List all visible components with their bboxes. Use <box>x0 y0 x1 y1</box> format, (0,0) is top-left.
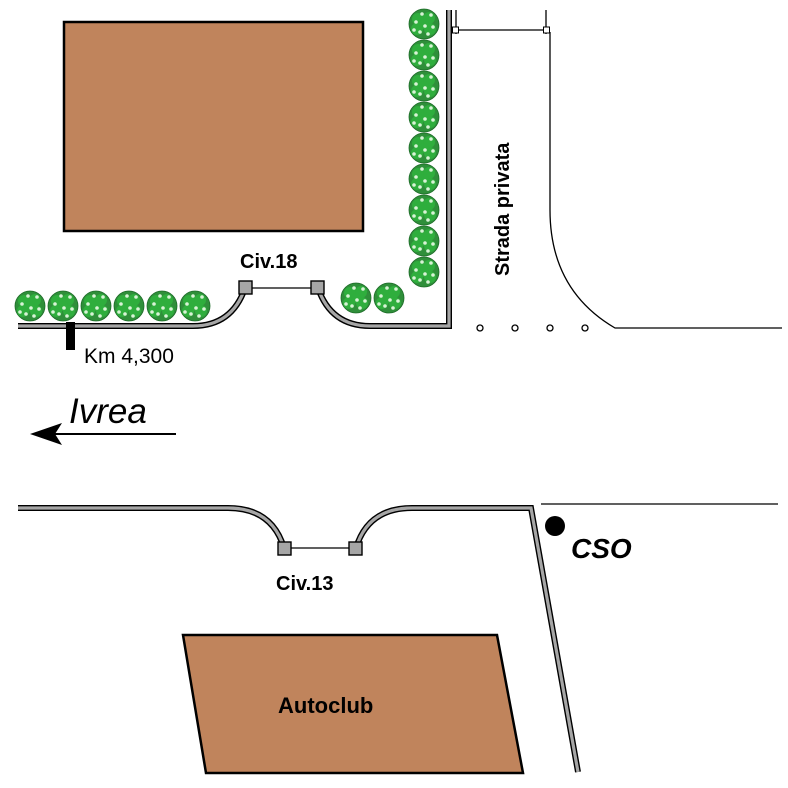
hedge-bush-icon <box>408 132 440 164</box>
cso-marker-icon <box>545 516 565 536</box>
private-road <box>452 10 782 332</box>
hedge-bush-icon <box>408 225 440 257</box>
gate-civ18 <box>238 280 325 295</box>
direction-arrow-icon <box>30 423 176 445</box>
hedge-bush-icon <box>113 290 145 322</box>
hedge-bush-icon <box>408 39 440 71</box>
hedge-bush-icon <box>146 290 178 322</box>
wall-top-right <box>315 10 452 329</box>
hedge-bush-icon <box>408 8 440 40</box>
gate-post-icon <box>348 541 363 556</box>
km-marker-icon <box>66 322 75 350</box>
label-civ13: Civ.13 <box>276 573 333 595</box>
hedge-bush-icon <box>408 163 440 195</box>
hedge-bush-icon <box>80 290 112 322</box>
hedge-bush-icon <box>14 290 46 322</box>
hedge-bush-icon <box>179 290 211 322</box>
hedge-bush-icon <box>408 256 440 288</box>
hedge-bush-icon <box>373 282 405 314</box>
gate-post-icon <box>310 280 325 295</box>
label-strada-privata: Strada privata <box>492 142 514 276</box>
gate-post-icon <box>238 280 253 295</box>
label-cso: CSO <box>571 533 632 564</box>
building-autoclub <box>181 633 525 775</box>
gate-post-icon <box>277 541 292 556</box>
gate-civ13 <box>277 541 363 556</box>
hedges <box>14 8 440 322</box>
wall-bottom-left <box>18 505 287 549</box>
wall-bottom-right <box>353 505 581 773</box>
hedge-bush-icon <box>340 282 372 314</box>
hedge-bush-icon <box>408 194 440 226</box>
hedge-bush-icon <box>408 70 440 102</box>
label-autoclub: Autoclub <box>278 693 373 718</box>
hedge-bush-icon <box>47 290 79 322</box>
label-direction: Ivrea <box>69 392 147 431</box>
building-top-left <box>62 20 365 233</box>
hedge-bush-icon <box>408 101 440 133</box>
label-civ18: Civ.18 <box>240 251 297 273</box>
label-km: Km 4,300 <box>84 345 174 368</box>
wall-top-left <box>18 286 248 329</box>
